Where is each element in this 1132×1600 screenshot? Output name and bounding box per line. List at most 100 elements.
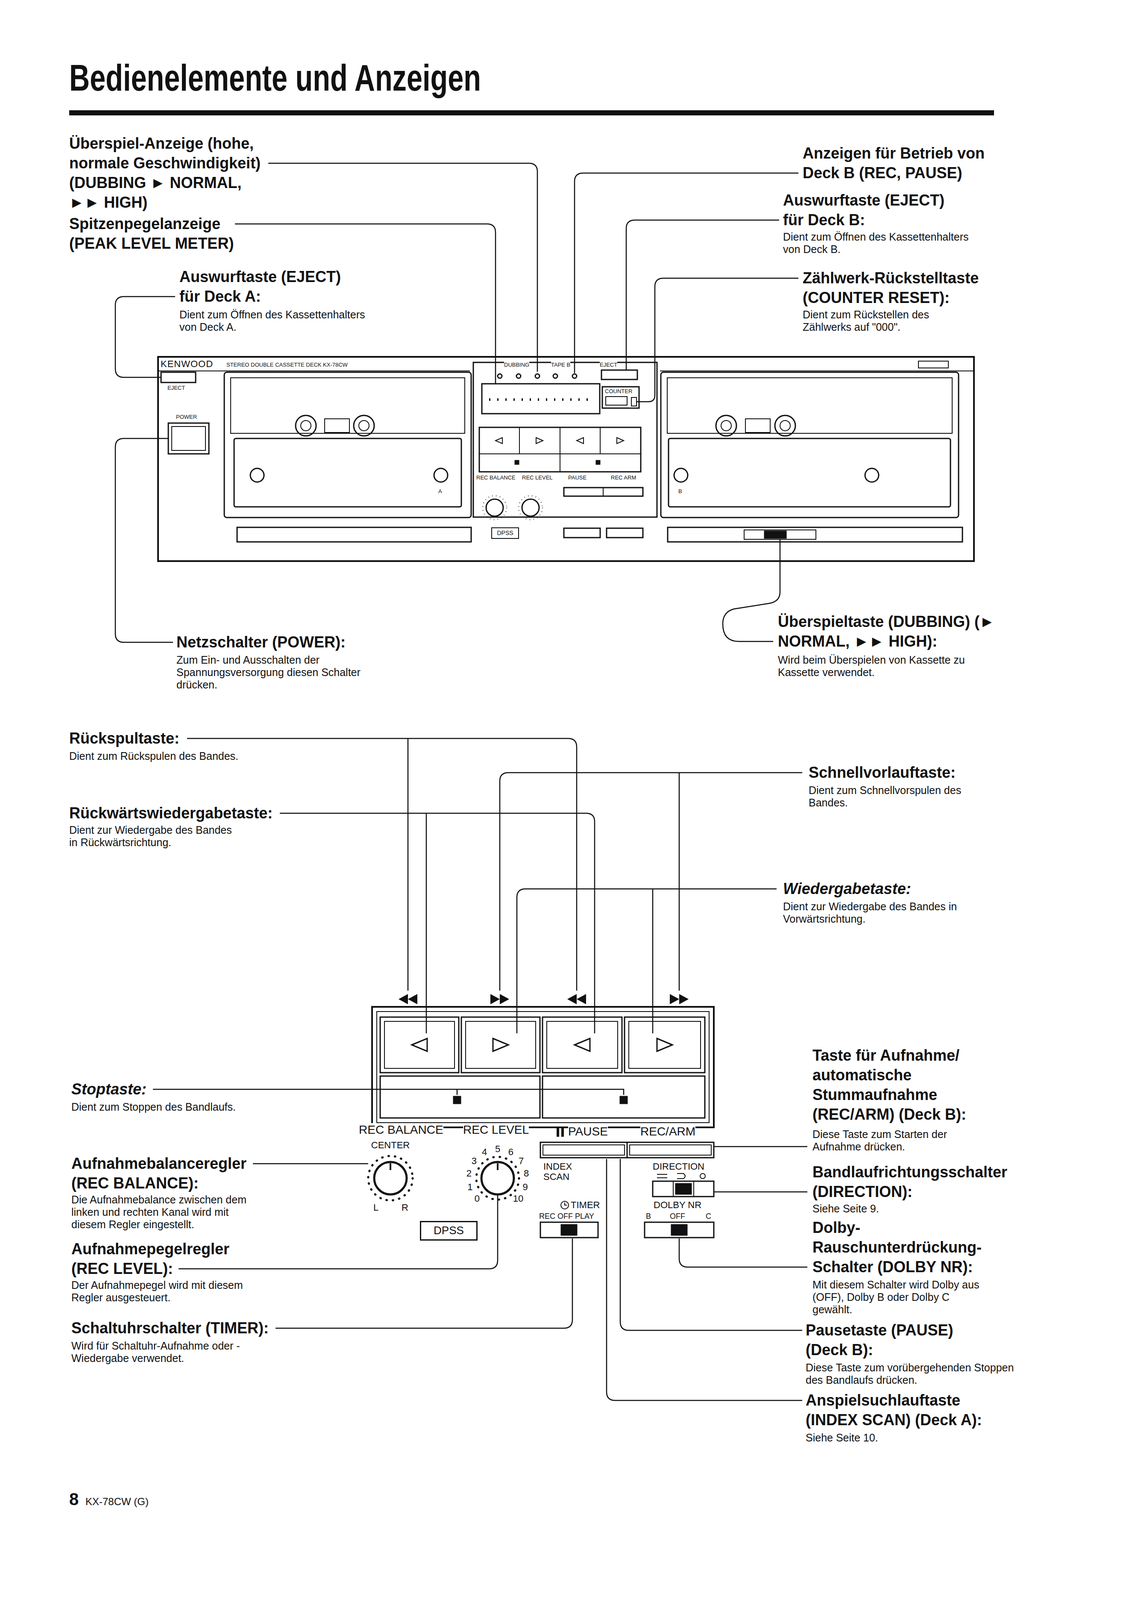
leader-line <box>275 1237 573 1328</box>
control-panel-detail <box>620 1096 628 1103</box>
label-holder: Wiedergabetaste: <box>783 878 912 899</box>
callout-heading: Überspiel-Anzeige (hohe, normale Geschwi… <box>69 134 261 212</box>
leader-line <box>626 219 780 370</box>
label-holder: 3 <box>471 1155 477 1166</box>
label-holder: 2 <box>466 1167 472 1179</box>
deck-illustration <box>596 460 600 464</box>
label-holder: Zum Ein- und Ausschalten der Spannungsve… <box>176 653 365 691</box>
label-holder: DIRECTION <box>652 1161 705 1172</box>
control-label: REC BALANCE <box>358 1122 444 1136</box>
deck-illustration <box>605 396 628 405</box>
scale-number: 10 <box>513 1192 524 1204</box>
control-panel-detail <box>675 1183 692 1194</box>
callout-description: Dient zum Stoppen des Bandlaufs. <box>71 1100 236 1113</box>
switch-position: OFF <box>669 1211 686 1220</box>
panel-marking: COUNTER <box>604 387 633 395</box>
callout-heading: Aufnahmepegelregler (REC LEVEL): <box>71 1239 230 1277</box>
deck-illustration <box>358 420 370 431</box>
label-holder: REC BALANCE <box>476 474 516 481</box>
label-holder: 8 <box>523 1167 529 1179</box>
deck-illustration <box>234 438 462 507</box>
label-holder: Anspielsuchlauftaste (INDEX SCAN) (Deck … <box>805 1390 1007 1430</box>
leader-line <box>268 163 538 372</box>
callout-heading: Schnellvorlauftaste: <box>808 763 956 781</box>
control-label: R <box>401 1201 409 1213</box>
panel-marking: REC ARM <box>610 474 637 481</box>
leader-line <box>679 1237 808 1267</box>
deck-illustration <box>660 372 959 518</box>
control-panel-detail <box>461 1016 540 1073</box>
control-panel-detail <box>693 1180 695 1197</box>
label-holder: Diese Taste zum vorübergehenden Stoppen … <box>805 1360 1028 1386</box>
callout-description: Die Aufnahmebalance zwischen dem linken … <box>71 1193 247 1230</box>
callout-heading: Netzschalter (POWER): <box>176 633 346 651</box>
leader-line <box>152 1088 624 1095</box>
deck-illustration <box>481 383 600 414</box>
panel-marking: B <box>678 487 683 495</box>
label-holder: 10 <box>513 1193 524 1204</box>
label-holder: POWER <box>175 413 197 420</box>
deck-illustration <box>300 420 311 431</box>
control-panel-detail <box>368 1155 413 1200</box>
scale-number: 3 <box>471 1155 477 1166</box>
panel-marking: A <box>438 487 443 495</box>
label-holder: Auswurftaste (EJECT) für Deck B: <box>783 190 963 230</box>
label-holder: Pausetaste (PAUSE) (Deck B): <box>805 1319 986 1360</box>
deck-illustration <box>518 495 543 520</box>
page-number: 8 <box>69 1489 79 1508</box>
label-holder: Rückwärtswiedergabetaste: <box>69 803 273 823</box>
control-label: INDEX SCAN <box>543 1160 572 1182</box>
label-holder: TIMER <box>570 1199 600 1210</box>
deck-illustration <box>482 495 507 520</box>
label-holder: Mit diesem Schalter wird Dolby aus (OFF)… <box>812 1278 992 1316</box>
label-holder: Dient zum Öffnen des Kassettenhalters vo… <box>783 230 980 256</box>
callout-heading: Anspielsuchlauftaste (INDEX SCAN) (Deck … <box>805 1390 983 1429</box>
deck-illustration <box>774 415 796 436</box>
control-panel-detail <box>465 1020 536 1068</box>
panel-marking: EJECT <box>167 384 185 391</box>
leader-line <box>499 772 803 991</box>
callout-description: Dient zum Rückspulen des Bandes. <box>69 749 239 762</box>
deck-illustration <box>237 527 472 542</box>
control-panel-detail <box>540 1141 714 1158</box>
label-holder: 0 <box>474 1193 480 1204</box>
control-panel-detail <box>700 1173 706 1179</box>
callout-description: Dient zur Wiedergabe des Bandes in Rückw… <box>69 823 232 848</box>
control-panel-detail <box>453 1096 461 1103</box>
control-panel-detail <box>629 1144 712 1155</box>
callout-heading: Rückspultaste: <box>69 729 180 747</box>
label-holder: Dient zur Wiedergabe des Bandes in Vorwä… <box>783 900 1006 925</box>
deck-illustration <box>780 420 791 431</box>
deck-illustration <box>721 420 732 431</box>
label-holder: PAUSE <box>568 474 587 481</box>
callout-heading: Auswurftaste (EJECT) für Deck B: <box>783 191 945 229</box>
label-holder: Dient zum Schnellvorspulen des Bandes. <box>808 783 997 809</box>
label-holder: CENTER <box>371 1139 410 1150</box>
control-panel-detail <box>574 1038 590 1051</box>
label-holder: Auswurftaste (EJECT) für Deck A: <box>179 266 359 307</box>
label-holder: A <box>438 487 443 495</box>
callout-heading: Taste für Aufnahme/ automatische Stummau… <box>812 1046 967 1123</box>
deck-illustration <box>171 426 206 451</box>
callout-description: Dient zum Rückstellen des Zählwerks auf … <box>802 308 930 333</box>
scale-number: 8 <box>523 1167 529 1179</box>
deck-illustration <box>161 372 196 383</box>
control-panel-detail <box>542 1016 622 1073</box>
label-holder: Aufnahmepegelregler (REC LEVEL): <box>71 1238 251 1279</box>
control-panel-detail <box>374 1161 407 1194</box>
panel-marking: TAPE B <box>551 361 571 368</box>
switch-position: C <box>705 1211 712 1220</box>
deck-illustration <box>668 438 951 507</box>
scale-number: 4 <box>481 1146 487 1157</box>
label-holder: Diese Taste zum Starten der Aufnahme drü… <box>812 1127 984 1153</box>
leader-line <box>636 278 799 402</box>
control-panel-detail <box>481 1161 514 1194</box>
callout-description: Der Aufnahmepegel wird mit diesem Regler… <box>71 1278 244 1303</box>
deck-illustration <box>497 373 502 379</box>
leader-line <box>606 1158 803 1400</box>
page-title: Bedienelemente und Anzeigen <box>69 56 481 99</box>
callout-heading: Spitzenpegelanzeige (PEAK LEVEL METER) <box>69 214 234 253</box>
deck-illustration <box>158 356 974 561</box>
callout-description: Dient zur Wiedergabe des Bandes in Vorwä… <box>783 900 957 925</box>
deck-illustration <box>602 386 640 408</box>
